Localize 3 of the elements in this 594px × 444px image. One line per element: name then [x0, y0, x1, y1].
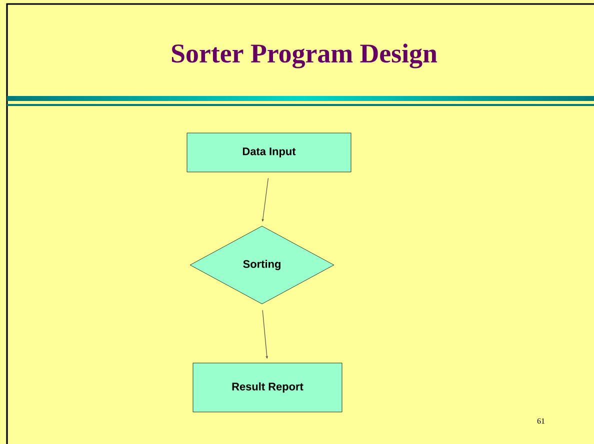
process-box: Result Report: [192, 362, 342, 412]
process-box: Data Input: [186, 132, 352, 172]
title: Sorter Program Design: [172, 44, 438, 68]
